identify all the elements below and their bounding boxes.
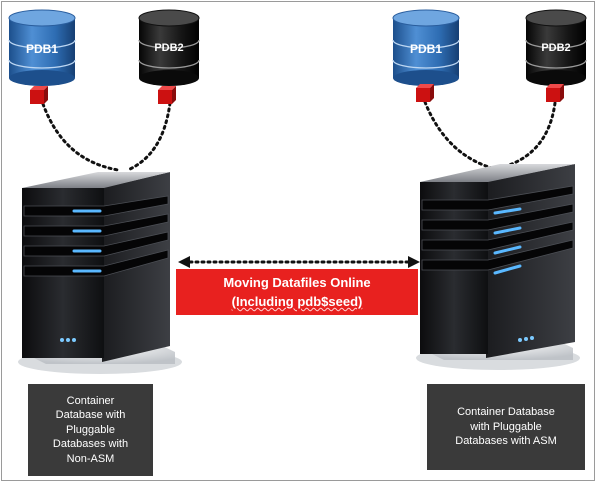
right-pdb1-drum	[392, 9, 460, 86]
left-caption-line: Databases with	[52, 438, 129, 451]
right-caption-line: Databases with ASM	[455, 435, 557, 448]
right-caption-line: Container Database	[457, 406, 555, 419]
right-server	[416, 164, 580, 370]
left-caption-line: Pluggable	[66, 423, 115, 436]
migration-banner: Moving Datafiles Online (Including pdb$s…	[176, 269, 418, 315]
left-pdb2-connector	[126, 101, 172, 172]
left-caption-line: Container	[66, 394, 115, 407]
migration-arrow	[178, 256, 420, 268]
left-caption-line: Non-ASM	[66, 452, 115, 465]
right-pdb1-connector-cube	[416, 84, 434, 102]
left-pdb1-connector	[41, 102, 120, 172]
banner-line-1: Moving Datafiles Online	[223, 275, 371, 290]
left-caption-line: Database with	[55, 409, 126, 422]
right-pdb1-label: PDB1	[409, 42, 442, 56]
left-pdb1-label: PDB1	[25, 42, 58, 56]
banner-line-2: (Including pdb$seed)	[231, 294, 363, 309]
left-server	[18, 172, 182, 374]
right-pdb2-connector	[498, 101, 557, 170]
right-pdb2-drum	[525, 9, 587, 86]
left-pdb1-connector-cube	[30, 86, 48, 104]
right-pdb1-connector	[423, 100, 494, 170]
left-pdb2-connector-cube	[158, 86, 176, 104]
right-pdb2-connector-cube	[546, 84, 564, 102]
right-pdb2-label: PDB2	[541, 42, 571, 54]
right-caption: Container Database with Pluggable Databa…	[427, 384, 585, 470]
right-caption-line: with Pluggable	[470, 420, 542, 433]
left-caption: Container Database with Pluggable Databa…	[28, 384, 153, 476]
left-pdb1-drum	[8, 9, 76, 86]
left-pdb2-label: PDB2	[154, 42, 184, 54]
left-pdb2-drum	[138, 9, 200, 86]
